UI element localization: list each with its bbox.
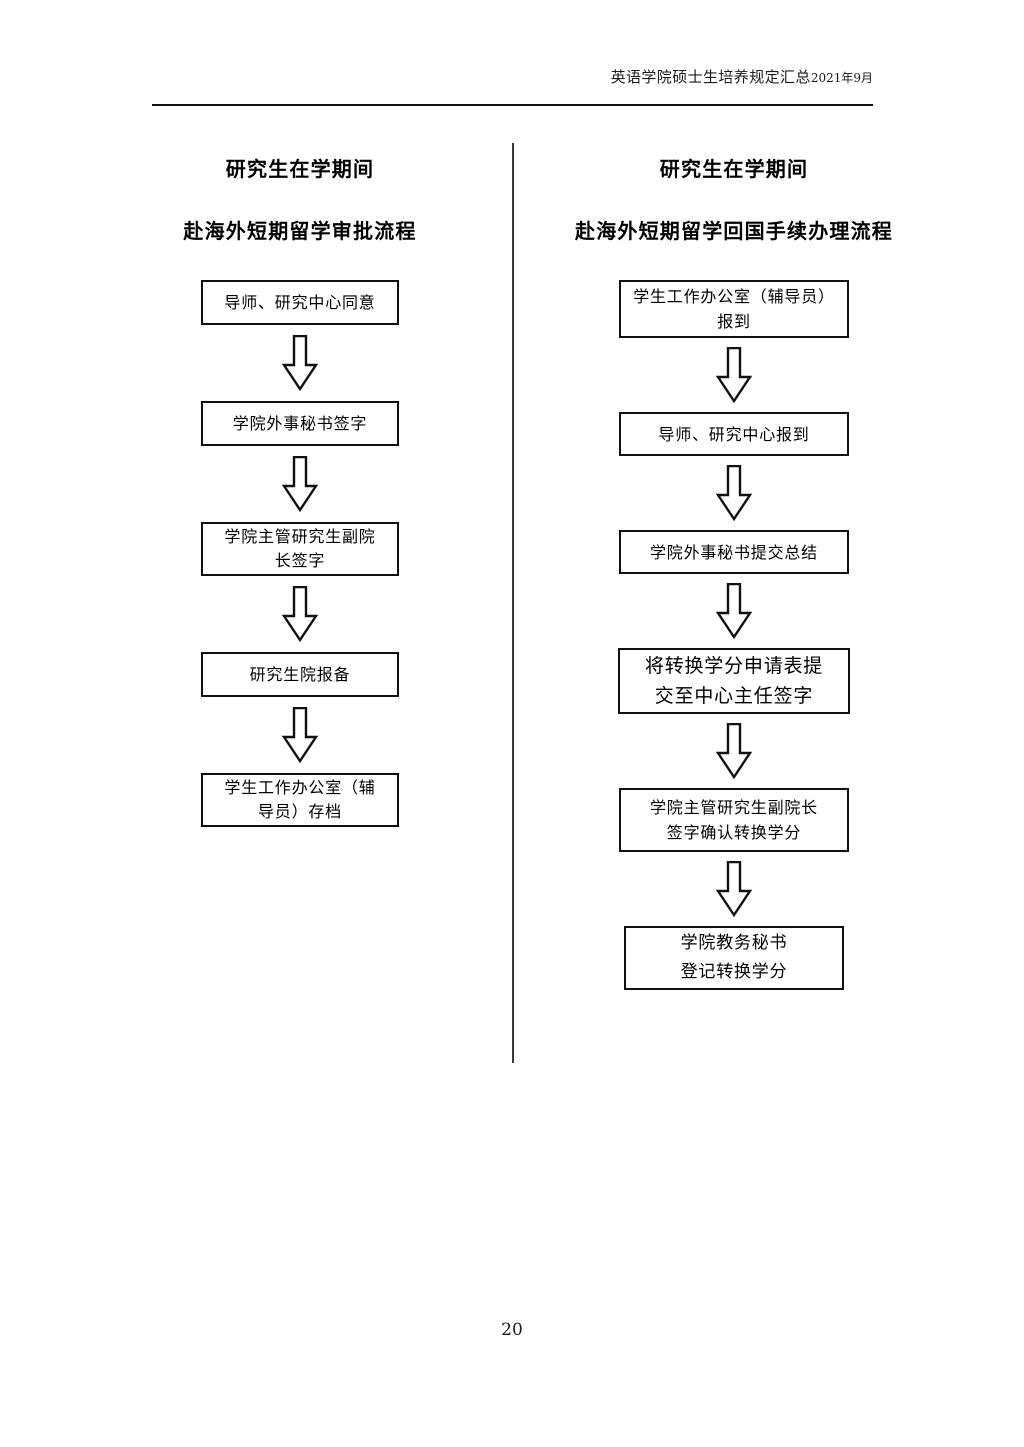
flow-step-label: 学院主管研究生副院长 签字确认转换学分 xyxy=(649,798,818,842)
left-title-line1: 研究生在学期间 xyxy=(225,157,375,181)
down-arrow-icon xyxy=(282,335,318,391)
header-date: 2021年9月 xyxy=(810,71,873,85)
left-title-line2: 赴海外短期留学审批流程 xyxy=(183,219,417,243)
flow-step-box: 学院外事秘书提交总结 xyxy=(619,530,849,574)
flow-step-label: 导师、研究中心报到 xyxy=(658,424,810,444)
flow-step-box: 学院外事秘书签字 xyxy=(201,401,399,446)
flow-step-box: 学院教务秘书 登记转换学分 xyxy=(624,926,844,990)
flow-step-label: 学院外事秘书提交总结 xyxy=(649,542,818,562)
flow-step-box: 研究生院报备 xyxy=(201,652,399,697)
flow-step-box: 学生工作办公室（辅导员） 报到 xyxy=(619,280,849,338)
flowchart-column-left: 研究生在学期间 赴海外短期留学审批流程 导师、研究中心同意 学院外事秘书签字 学 xyxy=(100,140,500,827)
down-arrow-icon xyxy=(716,861,752,917)
down-arrow-icon xyxy=(282,586,318,642)
down-arrow-icon xyxy=(716,465,752,521)
right-flow: 学生工作办公室（辅导员） 报到 导师、研究中心报到 学院外事秘书提交总结 xyxy=(524,280,944,990)
flow-step-label: 学生工作办公室（辅 导员）存档 xyxy=(224,778,376,821)
flow-step-box: 学院主管研究生副院长 签字确认转换学分 xyxy=(619,788,849,852)
right-title-line1: 研究生在学期间 xyxy=(659,157,809,181)
flow-step-label: 将转换学分申请表提 交至中心主任签字 xyxy=(644,655,824,707)
running-header: 英语学院硕士生培养规定汇总2021年9月 xyxy=(152,66,873,89)
flow-step-label: 研究生院报备 xyxy=(249,664,351,684)
flow-step-box: 导师、研究中心报到 xyxy=(619,412,849,456)
flow-step-box: 学院主管研究生副院 长签字 xyxy=(201,522,399,576)
flow-step-box: 将转换学分申请表提 交至中心主任签字 xyxy=(618,648,850,714)
down-arrow-icon xyxy=(282,456,318,512)
flow-step-label: 学院教务秘书 登记转换学分 xyxy=(680,933,788,982)
flow-step-label: 学院外事秘书签字 xyxy=(232,413,368,433)
flow-step-label: 学生工作办公室（辅导员） 报到 xyxy=(633,287,835,331)
down-arrow-icon xyxy=(716,723,752,779)
down-arrow-icon xyxy=(716,583,752,639)
flow-step-label: 学院主管研究生副院 长签字 xyxy=(224,527,376,570)
flow-step-box: 学生工作办公室（辅 导员）存档 xyxy=(201,773,399,827)
right-title-line2: 赴海外短期留学回国手续办理流程 xyxy=(575,219,893,243)
column-divider xyxy=(512,143,514,1063)
flow-step-box: 导师、研究中心同意 xyxy=(201,280,399,325)
page-number: 20 xyxy=(501,1320,523,1340)
flowchart-column-right: 研究生在学期间 赴海外短期留学回国手续办理流程 学生工作办公室（辅导员） 报到 … xyxy=(524,140,944,990)
down-arrow-icon xyxy=(716,347,752,403)
flow-step-label: 导师、研究中心同意 xyxy=(224,292,376,312)
left-flow: 导师、研究中心同意 学院外事秘书签字 学院主管研究生副院 长签字 xyxy=(100,280,500,827)
down-arrow-icon xyxy=(282,707,318,763)
header-title: 英语学院硕士生培养规定汇总 xyxy=(610,68,811,86)
header-rule xyxy=(152,104,873,106)
